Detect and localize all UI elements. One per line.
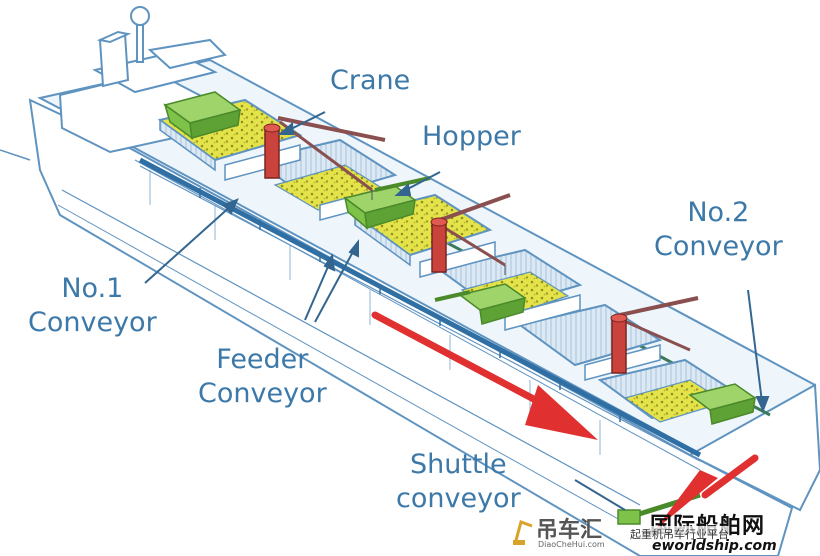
label-crane-text: Crane (330, 64, 410, 98)
label-no1-conveyor: No.1 Conveyor (28, 272, 157, 340)
label-no2-line1: No.2 (654, 196, 783, 230)
label-hopper-text: Hopper (422, 120, 521, 154)
crane-logo-icon (512, 516, 534, 546)
label-feeder-line1: Feeder (198, 343, 327, 377)
label-crane: Crane (330, 64, 410, 98)
keel-line (0, 150, 30, 160)
label-shuttle-conveyor: Shuttle conveyor (396, 448, 521, 516)
label-no1-line2: Conveyor (28, 306, 157, 340)
radar-dome (131, 7, 149, 25)
watermark-left: 吊车汇 DiaoCheHui.com (512, 512, 620, 552)
label-feeder-line2: Conveyor (198, 377, 327, 411)
watermark-right-url: eworldship.com (652, 538, 777, 554)
watermark-right: 国际船舶网 起重机吊车行业平台 eworldship.com (622, 508, 818, 554)
label-shuttle-line2: conveyor (396, 482, 521, 516)
mast (137, 24, 143, 62)
label-hopper: Hopper (422, 120, 521, 154)
label-no1-line1: No.1 (28, 272, 157, 306)
label-no2-conveyor: No.2 Conveyor (654, 196, 783, 264)
label-no2-line2: Conveyor (654, 230, 783, 264)
label-shuttle-line1: Shuttle (396, 448, 521, 482)
label-feeder-conveyor: Feeder Conveyor (198, 343, 327, 411)
watermark-left-url: DiaoCheHui.com (538, 540, 605, 549)
